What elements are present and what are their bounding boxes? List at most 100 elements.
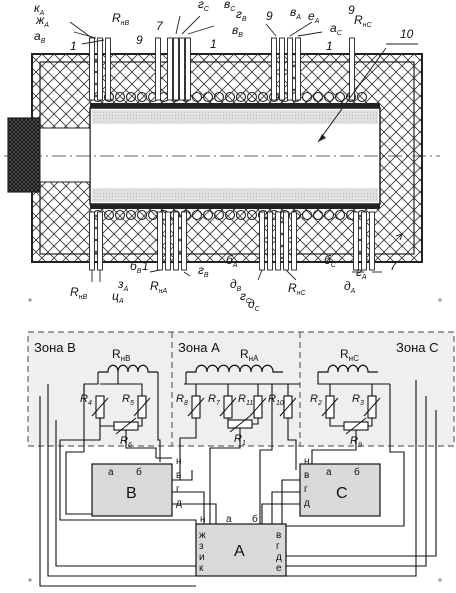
lead-top (173, 37, 179, 101)
resistor-label-main: R (310, 393, 318, 405)
heater-label-c: RнС (340, 347, 359, 363)
lead-arrow (187, 25, 215, 35)
resistor-label: R3 (352, 393, 364, 407)
resistor-arrow (91, 397, 109, 417)
block-c-name: С (336, 485, 348, 502)
block-a-name: А (234, 543, 245, 560)
lead-top (105, 37, 111, 101)
block-b-pin: г (176, 484, 180, 495)
block-b-pin: в (176, 470, 181, 481)
resistor-label-main: R (208, 393, 216, 405)
heater-label-a: RнА (240, 347, 259, 363)
block-b-name: В (126, 485, 137, 502)
wire (172, 491, 205, 524)
wire (172, 503, 217, 524)
furnace-top-label-sub: С (337, 30, 343, 37)
furnace-top-label: 1 (210, 37, 217, 51)
pointer-10 (317, 47, 387, 143)
coil-loop-top (235, 91, 247, 103)
wire (157, 372, 161, 462)
resistor-label: R9 (350, 435, 362, 449)
furnace-bottom-label: RнВ (70, 285, 88, 301)
furnace-top-label-sub: А (295, 14, 301, 21)
resistor-arrow (345, 417, 367, 435)
coil-loop-top (257, 91, 269, 103)
lead-arrow (73, 31, 97, 39)
heater-bar-top (90, 103, 380, 108)
lead-top (179, 37, 185, 101)
lead-top (295, 37, 301, 101)
resistor-arrow (249, 397, 267, 417)
block-a-pin: г (276, 541, 280, 552)
coil-loop-top (312, 91, 324, 103)
resistor-label-main: R (122, 393, 130, 405)
wire (286, 380, 417, 577)
furnace-top-label-main: 1 (70, 39, 77, 53)
block-b-pin: б (136, 466, 142, 478)
furnace-bottom-label: бС (324, 253, 337, 269)
wire (59, 418, 197, 540)
furnace-bottom-label: гА (356, 265, 367, 281)
wire (100, 383, 143, 396)
wire (286, 410, 437, 557)
end-plug (7, 117, 41, 193)
furnace-bottom-label-sub: нА (159, 288, 168, 295)
furnace-bottom-label-main: R (288, 281, 297, 295)
corner-dot (28, 298, 32, 302)
resistor-label: R6 (120, 435, 132, 449)
resistor-label-sub: 5 (130, 400, 134, 407)
lead-top (185, 37, 191, 101)
furnace-bottom-label-main: R (150, 279, 159, 293)
block-a-pin: з (199, 541, 204, 552)
coil-loop-bottom (246, 209, 258, 221)
block-a-pin: а (226, 514, 232, 525)
furnace-top-label: вА (290, 5, 301, 21)
tube-shade-bottom (92, 188, 378, 202)
wire (252, 418, 259, 425)
resistor-arrow (133, 397, 151, 417)
furnace-bottom-label: бВ (130, 259, 142, 275)
leads-top (69, 15, 355, 101)
lead-bottom (291, 211, 297, 271)
lead-bottom (259, 211, 265, 271)
furnace-top-label-sub: А (314, 18, 320, 25)
resistor-label: R8 (176, 393, 188, 407)
block-a-pin: в (276, 530, 281, 541)
furnace-bottom-label-sub: С (255, 306, 261, 313)
coil-loop-bottom (334, 209, 346, 221)
resistor-label: R5 (122, 393, 134, 407)
block-c-pin: а (326, 467, 332, 478)
lead-bottom (361, 211, 367, 271)
pointer-10-head (318, 134, 326, 142)
furnace-bottom-label: дА (344, 279, 356, 295)
resistor-label-sub: 8 (184, 400, 188, 407)
corner-dot (438, 298, 442, 302)
coil-loop-top (334, 91, 346, 103)
wire (47, 384, 196, 577)
furnace-top-label: RнВ (112, 11, 130, 27)
zone-c-label: Зона С (396, 340, 439, 355)
lead-bottom (267, 211, 273, 271)
coil-loop-top (213, 91, 225, 103)
furnace-bottom-label-sub: А (123, 286, 129, 293)
furnace-bottom-label-sub: А (350, 288, 356, 295)
block-a (195, 523, 287, 577)
resistor-label: R11 (238, 393, 253, 407)
furnace-top-label: аС (330, 21, 343, 37)
lead-bottom (275, 211, 281, 271)
resistor-label-sub: 2 (317, 400, 322, 407)
furnace-top-label: вВ (232, 23, 243, 39)
resistor-label-main: R (350, 435, 358, 447)
furnace-top-label-main: к (34, 1, 41, 15)
resistor-arrow (321, 397, 339, 417)
wire (209, 428, 241, 524)
furnace-top-label: RнС (354, 13, 373, 29)
block-b (91, 463, 173, 517)
furnace-bottom-label-sub: В (237, 286, 242, 293)
block-a-pin: е (276, 563, 282, 574)
furnace-bottom-label-main: г (356, 265, 362, 279)
resistor-arrow (229, 415, 251, 433)
